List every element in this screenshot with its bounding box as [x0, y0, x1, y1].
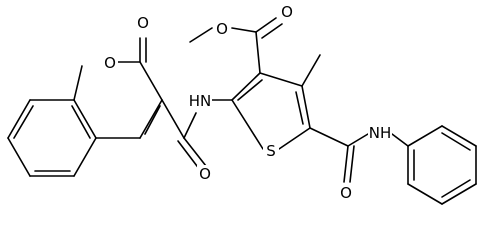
ester-carbonyl-oxygen-label: O [281, 3, 293, 21]
thiophene-sulfur-label: S [266, 142, 276, 160]
atom-labels: O O HN O S O O NH O [102, 3, 392, 202]
anilide-carbonyl-oxygen-label: O [340, 184, 352, 202]
coumarin-pyranone-ring [73, 37, 163, 139]
amide-linker [161, 99, 233, 171]
methyl-bond [301, 54, 321, 87]
structure-canvas: O O HN O S O O NH O [7, 3, 477, 205]
anilide-nh-label: NH [369, 124, 392, 142]
thiophene-ring [231, 72, 311, 150]
chemical-structure-drawing: O O HN O S O O NH O [7, 3, 477, 205]
amide-nh-label: HN [189, 92, 212, 110]
anilide-group [309, 127, 409, 183]
ester-oxygen-label: O [216, 20, 228, 38]
ring-oxygen-label: O [104, 54, 116, 72]
amide-carbonyl-oxygen-label: O [199, 165, 211, 183]
phenyl-ring [407, 125, 477, 205]
lactone-carbonyl-oxygen-label: O [137, 14, 149, 32]
coumarin-benzene-ring [7, 99, 97, 177]
methyl-ester [189, 17, 283, 74]
